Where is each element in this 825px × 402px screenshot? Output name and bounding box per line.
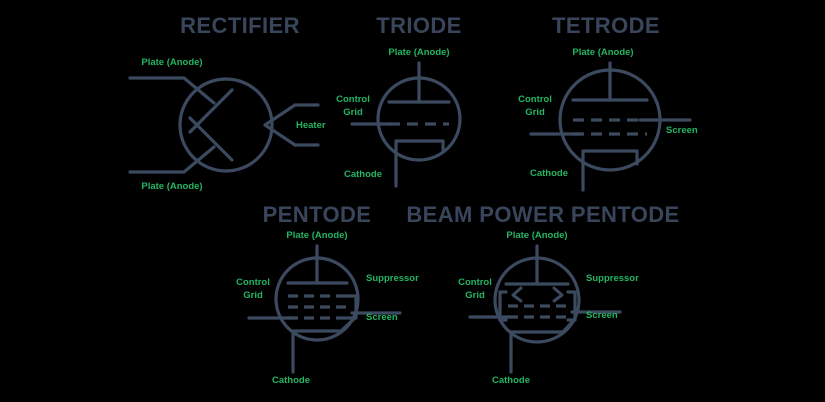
tube-symbol-tetrode: TETRODE Plate (Anode) Control Grid Scree… <box>518 13 698 192</box>
label-plate-anode: Plate (Anode) <box>286 230 347 241</box>
envelope-circle <box>178 77 274 173</box>
tube-symbol-triode: TRIODE Plate (Anode) Control Grid Cathod… <box>336 13 462 188</box>
label-screen: Screen <box>666 125 698 136</box>
label-cathode: Cathode <box>492 375 530 386</box>
label-cathode: Cathode <box>272 375 310 386</box>
heater-element <box>263 103 297 147</box>
label-control-grid-line2: Grid <box>525 107 545 118</box>
cathode-element <box>581 149 639 166</box>
cathode-element <box>509 318 576 346</box>
plate-lead-bottom <box>128 145 216 174</box>
label-screen: Screen <box>586 310 618 321</box>
label-plate-anode-bottom: Plate (Anode) <box>141 181 202 192</box>
label-control-grid-line2: Grid <box>343 107 363 118</box>
label-plate-anode: Plate (Anode) <box>572 47 633 58</box>
plate-element-bottom <box>188 116 234 162</box>
label-heater: Heater <box>296 120 326 131</box>
label-screen: Screen <box>366 312 398 323</box>
label-plate-anode-top: Plate (Anode) <box>141 57 202 68</box>
tube-title-pentode: PENTODE <box>263 202 372 227</box>
beam-plate-right <box>566 290 577 322</box>
label-suppressor: Suppressor <box>366 273 419 284</box>
cathode-element <box>291 316 357 346</box>
tube-symbol-pentode: PENTODE Plate (Anode) Control Grid Suppr… <box>236 202 419 386</box>
label-control-grid-line2: Grid <box>465 290 485 301</box>
tube-title-rectifier: RECTIFIER <box>180 13 300 38</box>
label-control-grid-line1: Control <box>518 94 552 105</box>
label-plate-anode: Plate (Anode) <box>388 47 449 58</box>
plate-lead-top <box>128 76 216 105</box>
tube-symbol-beam-power-pentode: BEAM POWER PENTODE Plate (Anode) Control… <box>406 202 679 386</box>
label-cathode: Cathode <box>530 168 568 179</box>
beam-arrow-right <box>552 286 564 303</box>
label-suppressor: Suppressor <box>586 273 639 284</box>
beam-arrow-left <box>511 286 523 303</box>
cathode-element <box>394 139 445 154</box>
label-control-grid-line1: Control <box>336 94 370 105</box>
label-control-grid-line2: Grid <box>243 290 263 301</box>
tube-title-beam-power-pentode: BEAM POWER PENTODE <box>406 202 679 227</box>
label-control-grid-line1: Control <box>458 277 492 288</box>
label-control-grid-line1: Control <box>236 277 270 288</box>
tube-title-tetrode: TETRODE <box>552 13 660 38</box>
tube-title-triode: TRIODE <box>376 13 462 38</box>
tube-symbol-rectifier: RECTIFIER Plate (Anode) Plate (Anode) He… <box>128 13 326 192</box>
label-cathode: Cathode <box>344 169 382 180</box>
label-plate-anode: Plate (Anode) <box>506 230 567 241</box>
suppressor-screen-connector <box>345 294 358 320</box>
beam-plate-left <box>498 290 508 322</box>
